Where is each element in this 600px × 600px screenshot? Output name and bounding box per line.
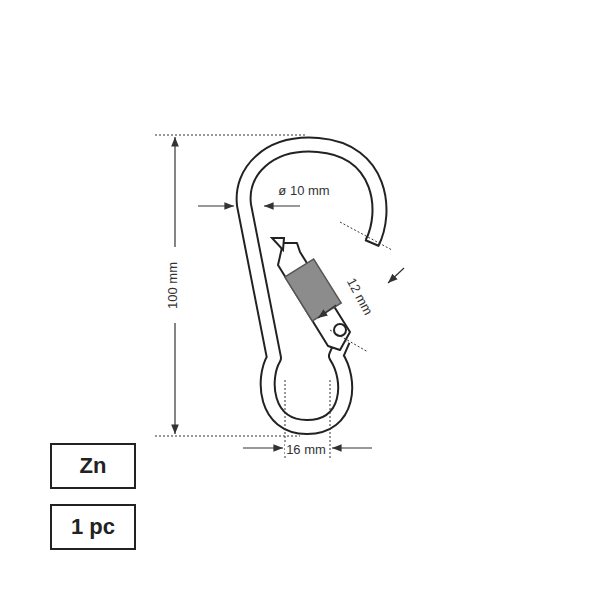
hook-body — [244, 145, 380, 427]
dimension-label: 12 mm — [344, 275, 375, 318]
dimension-label: 16 mm — [285, 443, 327, 456]
spring-gate — [272, 238, 350, 350]
dimension-label: ø 10 mm — [277, 184, 330, 197]
diameter-dimension — [198, 206, 300, 207]
eye-dimension — [243, 380, 372, 458]
opening-dimension — [300, 222, 404, 352]
spec-box: Zn — [50, 443, 136, 489]
spec-text: 1 pc — [71, 514, 115, 540]
height-dimension — [155, 135, 305, 436]
spec-box: 1 pc — [50, 504, 136, 550]
spec-text: Zn — [80, 453, 107, 479]
dimension-label: 100 mm — [166, 261, 179, 310]
